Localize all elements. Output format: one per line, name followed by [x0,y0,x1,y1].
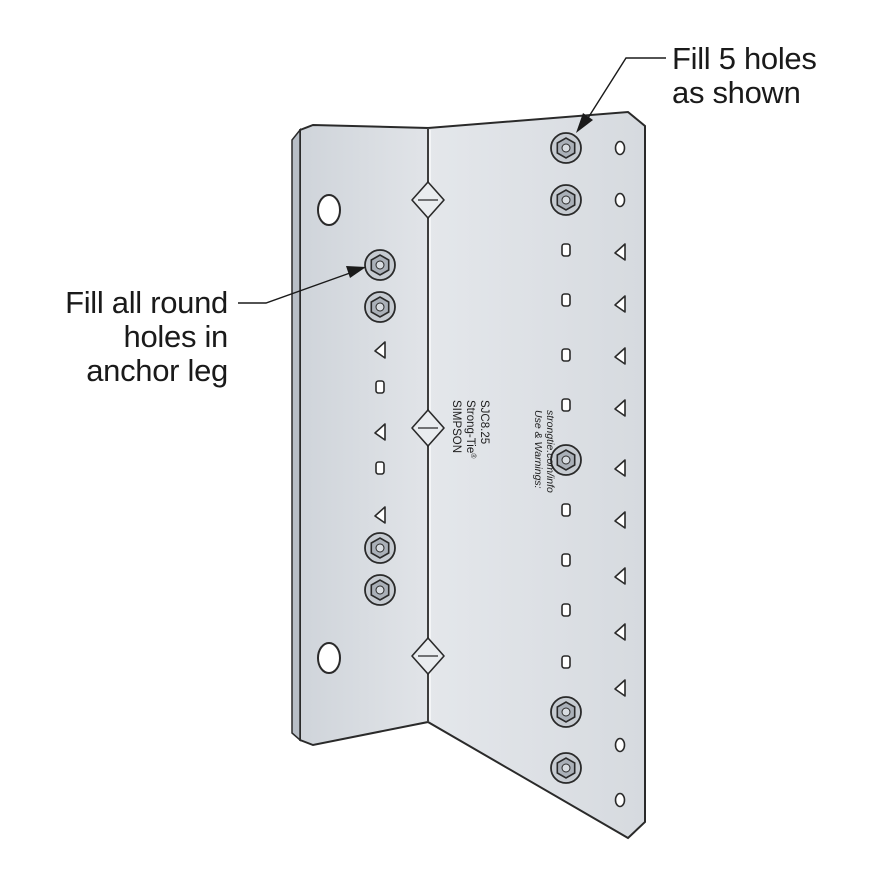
leader-right [576,57,666,133]
square-hole [375,461,385,475]
diamond-embosses [411,181,445,675]
callout-left-line2: holes in [123,319,229,354]
anchor-holes [317,194,341,674]
callout-right-line2: as shown [672,75,801,110]
square-hole [561,603,571,617]
square-hole [561,503,571,517]
callout-fill-5-holes: Fill 5 holes as shown [672,42,817,110]
bolt-head [550,444,582,476]
callout-left-line1: Fill all round [65,285,228,320]
triangle-hole [614,679,626,697]
oval-hole [614,737,626,753]
callout-left-line3: anchor leg [86,353,228,388]
square-hole [561,243,571,257]
bolt-head [364,532,396,564]
website-text: strongtie.com/info [544,410,556,493]
oval-hole [614,192,626,208]
diamond-emboss [411,409,445,447]
callout-right-line1: Fill 5 holes [672,41,817,76]
triangle-hole [614,511,626,529]
bolt-head [550,696,582,728]
bolt-head [550,752,582,784]
triangle-hole [614,243,626,261]
nail-holes [374,140,626,808]
bolt-head [550,132,582,164]
square-hole [561,398,571,412]
oval-hole [614,140,626,156]
fastener-group [364,132,582,784]
anchor-hole-top [317,194,341,226]
bolt-head [364,291,396,323]
brand-text: SIMPSON [450,400,462,453]
product-text: Strong-Tie® [464,400,477,459]
anchor-hole-bottom [317,642,341,674]
leader-left [238,266,366,304]
triangle-hole [614,347,626,365]
callout-fill-round-holes: Fill all round holes in anchor leg [65,286,228,388]
triangle-hole [614,399,626,417]
triangle-hole [614,295,626,313]
bolt-head [364,574,396,606]
square-hole [561,348,571,362]
triangle-hole [614,459,626,477]
warning-text: Use & Warnings: [532,410,544,489]
square-hole [375,380,385,394]
oval-hole [614,792,626,808]
square-hole [561,553,571,567]
square-hole [561,655,571,669]
triangle-hole [374,341,386,359]
square-hole [561,293,571,307]
triangle-hole [374,423,386,441]
bolt-head [364,249,396,281]
triangle-hole [374,506,386,524]
arrowhead-left [346,266,366,278]
model-text: SJC8.25 [478,400,490,444]
diamond-emboss [411,637,445,675]
triangle-hole [614,567,626,585]
engraving-main: SIMPSON Strong-Tie® SJC8.25 [450,400,490,459]
engraving-warning: Use & Warnings: strongtie.com/info [532,410,556,493]
plate-edge [291,127,301,742]
diamond-emboss [411,181,445,219]
bolt-head [550,184,582,216]
arrowhead-right [576,113,593,133]
triangle-hole [614,623,626,641]
